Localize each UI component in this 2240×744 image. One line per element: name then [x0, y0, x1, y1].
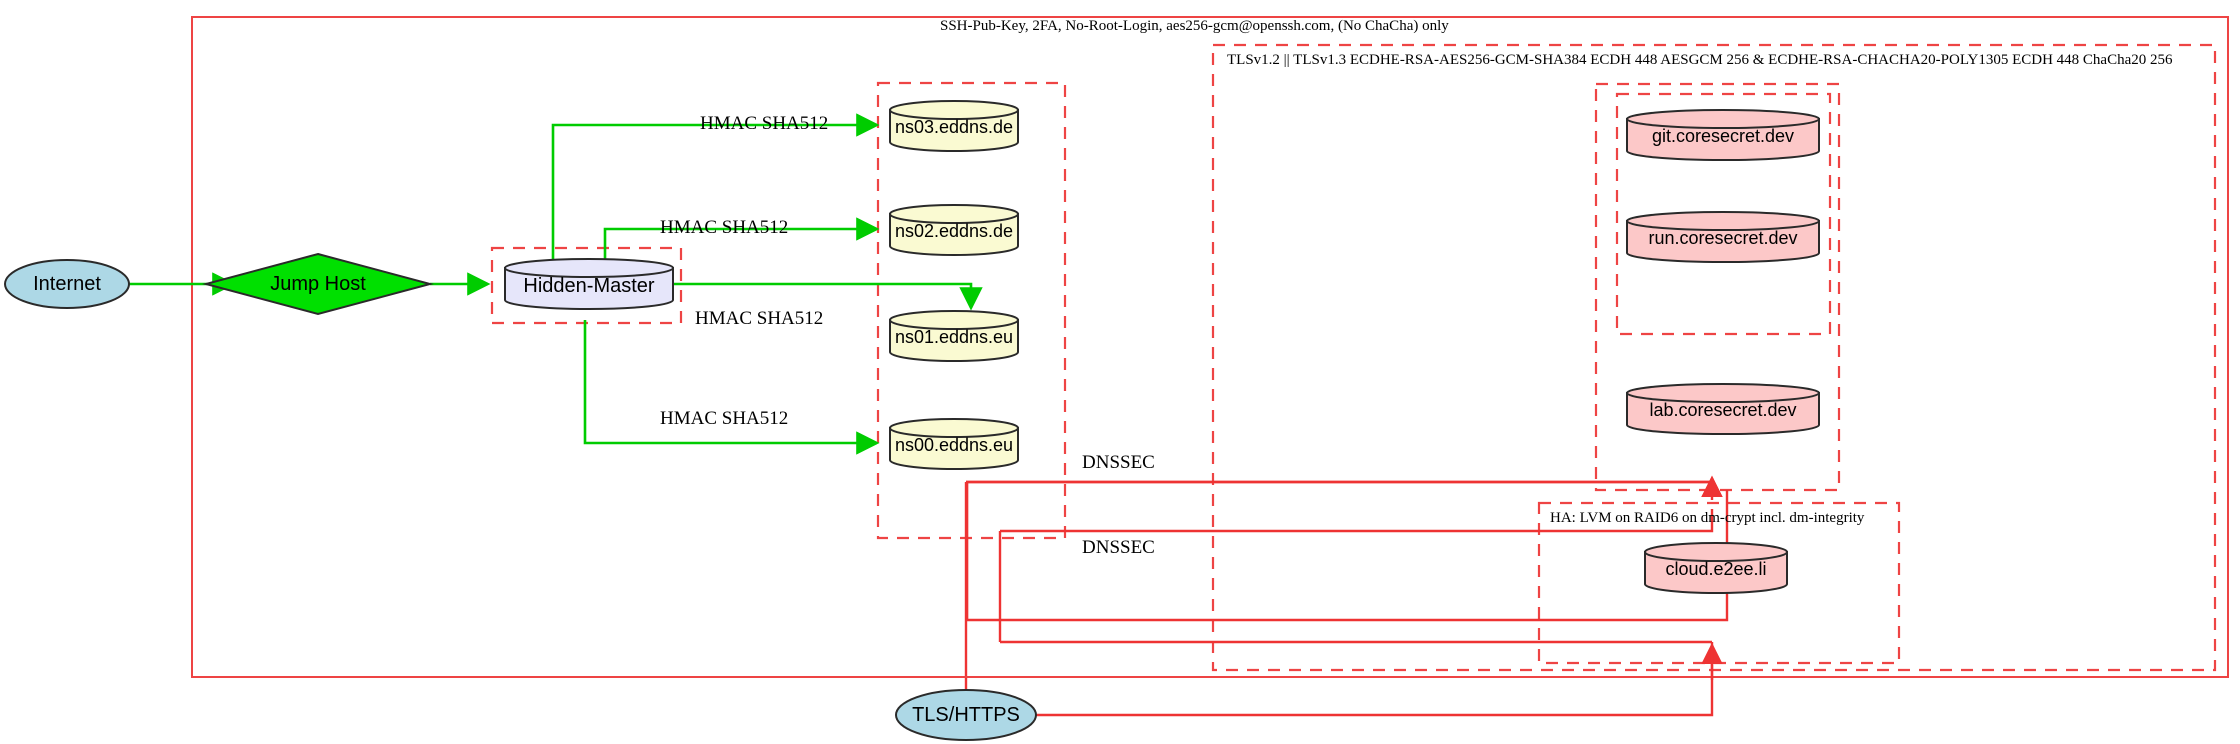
cluster-tls — [1211, 43, 2217, 672]
edge-label-ns00: HMAC SHA512 — [660, 408, 789, 429]
node-ns00[interactable] — [889, 418, 1019, 470]
node-ns02[interactable] — [889, 204, 1019, 256]
cluster-coresecret — [1594, 82, 1841, 492]
cluster-coresecret-inner — [1615, 92, 1832, 336]
node-label-jumphost: Jump Host — [270, 272, 366, 295]
cluster-label-ha: HA: LVM on RAID6 on dm-crypt incl. dm-in… — [1550, 510, 1865, 526]
edge-label-ns01: HMAC SHA512 — [695, 308, 824, 329]
edge-rail-531 — [1000, 509, 1714, 533]
node-label-run-coresecret: run.coresecret.dev — [1648, 227, 1798, 248]
node-git-coresecret[interactable] — [1626, 109, 1820, 161]
edge-tlshttps-to-ha — [1035, 648, 1714, 717]
node-ns01[interactable] — [889, 310, 1019, 362]
node-label-ns02: ns02.eddns.de — [894, 220, 1014, 241]
node-label-ns00: ns00.eddns.eu — [894, 434, 1014, 455]
edge-hiddenmaster-to-ns00 — [583, 320, 880, 455]
cluster-hidden-master — [490, 246, 683, 325]
title-ssh-policy: SSH-Pub-Key, 2FA, No-Root-Login, aes256-… — [940, 18, 1449, 34]
node-ns03[interactable] — [889, 100, 1019, 152]
node-label-cloud-e2ee: cloud.e2ee.li — [1665, 558, 1767, 579]
node-run-coresecret[interactable] — [1626, 211, 1820, 263]
node-label-internet: Internet — [33, 272, 101, 295]
node-label-hidden-master: Hidden-Master — [523, 274, 655, 297]
cluster-ssh-zone — [191, 16, 2229, 678]
node-jumphost[interactable] — [202, 252, 434, 316]
edge-label-dnssec-2: DNSSEC — [1082, 537, 1155, 558]
node-tls-https[interactable] — [895, 689, 1037, 741]
node-label-ns01: ns01.eddns.eu — [894, 326, 1014, 347]
node-label-lab-coresecret: lab.coresecret.dev — [1649, 399, 1797, 420]
cluster-dns — [876, 81, 1067, 540]
edge-hiddenmaster-to-ns01 — [671, 282, 983, 311]
edge-label-dnssec-1: DNSSEC — [1082, 452, 1155, 473]
node-label-ns03: ns03.eddns.de — [894, 116, 1014, 137]
node-label-git-coresecret: git.coresecret.dev — [1651, 125, 1795, 146]
node-internet[interactable] — [4, 259, 130, 309]
edge-hiddenmaster-to-ns03 — [551, 113, 880, 266]
edge-label-ns03: HMAC SHA512 — [700, 113, 829, 134]
node-label-tls-https: TLS/HTTPS — [912, 703, 1020, 726]
cluster-label-tls: TLSv1.2 || TLSv1.3 ECDHE-RSA-AES256-GCM-… — [1227, 52, 2173, 68]
edge-hiddenmaster-to-ns02 — [603, 217, 880, 266]
node-hidden-master[interactable] — [504, 258, 674, 310]
node-cloud-e2ee[interactable] — [1644, 542, 1788, 594]
node-lab-coresecret[interactable] — [1626, 383, 1820, 435]
edge-label-ns02: HMAC SHA512 — [660, 217, 789, 238]
